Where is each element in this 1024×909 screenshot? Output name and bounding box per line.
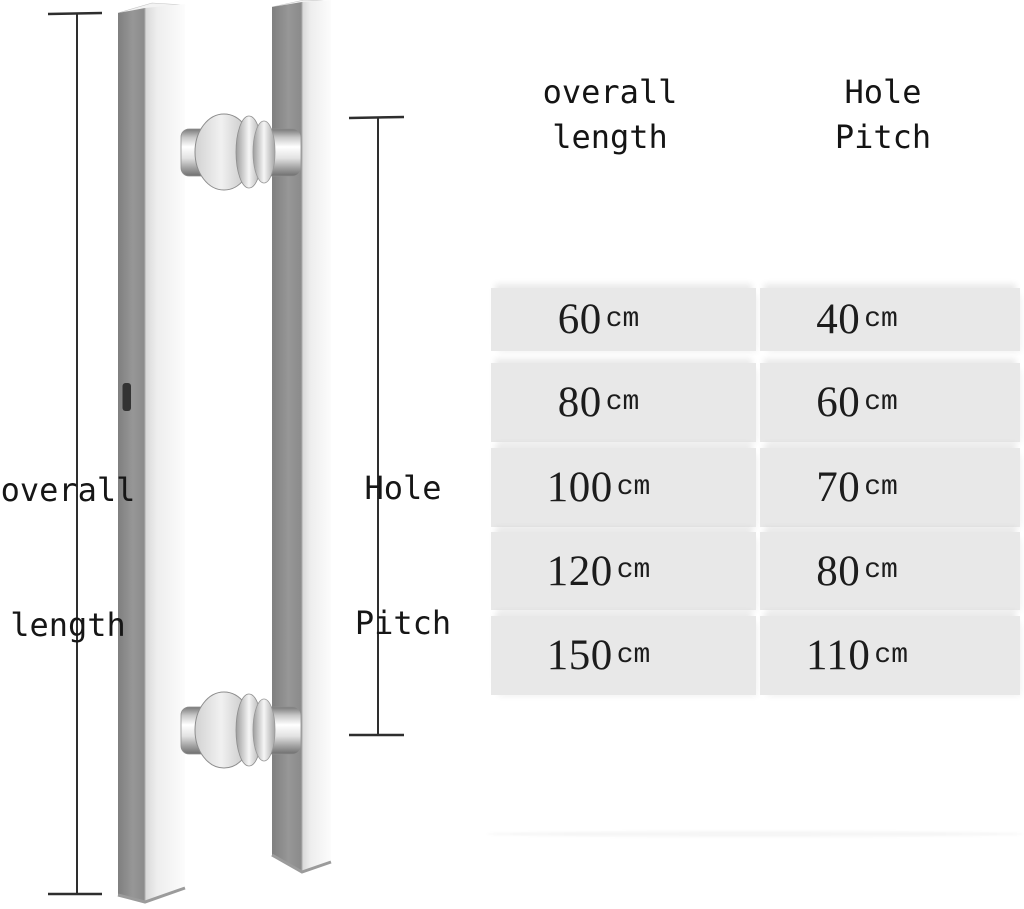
overall-length-dimension-line: [47, 11, 103, 896]
hole-pitch-dimension-line: [348, 115, 405, 737]
column-header-overall-length: overall length: [500, 70, 720, 160]
top-standoff-fitting: [180, 113, 302, 191]
hole-pitch-callout-line2: Pitch: [354, 604, 452, 642]
unit-label: cm: [616, 639, 651, 671]
column-header-overall-length-line2: length: [552, 118, 668, 156]
hole-pitch-value: 110: [805, 632, 871, 679]
unit-label: cm: [864, 471, 898, 503]
overall-length-value: 100: [546, 464, 613, 511]
overall-length-callout: overall length: [0, 378, 136, 738]
hole-pitch-value: 80: [816, 547, 861, 595]
handle-diagram: [47, 0, 405, 904]
column-header-hole-pitch-line2: Pitch: [834, 118, 932, 156]
column-header-hole-pitch-line1: Hole: [844, 73, 922, 111]
unit-label: cm: [605, 303, 640, 335]
right-handle-bar: [271, 0, 332, 874]
hole-pitch-callout-line1: Hole: [364, 469, 442, 507]
column-header-overall-length-line1: overall: [542, 73, 678, 111]
set-screw-slot: [122, 383, 131, 411]
table-drop-shadow: [486, 831, 1024, 837]
overall-length-value: 60: [557, 296, 602, 343]
overall-length-value: 120: [546, 547, 613, 595]
overall-length-callout-line2: length: [10, 606, 126, 644]
unit-label: cm: [864, 303, 898, 335]
overall-length-value: 80: [557, 379, 602, 426]
unit-label: cm: [864, 386, 898, 418]
hole-pitch-value: 60: [816, 379, 861, 426]
unit-label: cm: [864, 555, 898, 586]
hole-pitch-callout: Hole Pitch: [334, 376, 472, 736]
hole-pitch-value: 40: [816, 296, 861, 343]
unit-label: cm: [616, 555, 651, 586]
bottom-standoff-fitting: [180, 691, 302, 769]
overall-length-callout-line1: overall: [0, 471, 136, 509]
unit-label: cm: [874, 639, 908, 671]
left-handle-bar: [117, 2, 186, 904]
overall-length-value: 150: [546, 632, 613, 679]
hole-pitch-value: 70: [816, 464, 861, 511]
unit-label: cm: [605, 386, 640, 418]
unit-label: cm: [616, 471, 651, 503]
column-header-hole-pitch: Hole Pitch: [773, 70, 993, 160]
